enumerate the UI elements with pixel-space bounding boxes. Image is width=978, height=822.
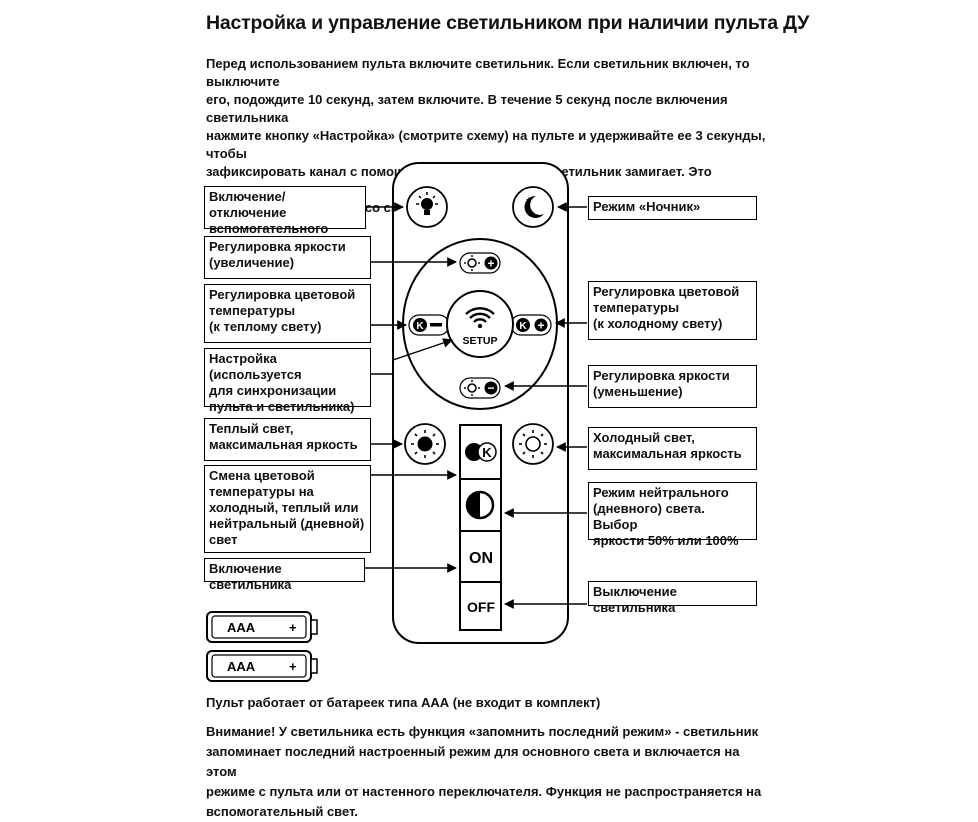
svg-text:K: K <box>482 445 492 460</box>
label-color-temp-warm: Регулировка цветовой температуры (к тепл… <box>204 284 371 343</box>
filled-sun-icon <box>411 430 439 458</box>
svg-text:K: K <box>416 321 424 332</box>
setup-label: SETUP <box>462 335 497 347</box>
label-brightness-up: Регулировка яркости (увеличение) <box>204 236 371 279</box>
label-warm-max: Теплый свет, максимальная яркость <box>204 418 371 461</box>
k-minus-icon: K <box>413 318 442 332</box>
k-plus-icon: K + <box>516 318 548 333</box>
sun-minus-icon: − <box>464 380 498 396</box>
plus-icon: + <box>487 257 494 271</box>
sun-plus-icon: + <box>464 255 498 271</box>
label-on: Включение светильника <box>204 558 365 592</box>
color-temp-warm-button[interactable]: K <box>408 314 450 336</box>
remote-diagram: + − K K + <box>206 162 587 682</box>
svg-text:+: + <box>289 659 297 674</box>
half-circle-icon <box>465 490 495 520</box>
label-color-temp-cold: Регулировка цветовой температуры (к холо… <box>588 281 757 340</box>
battery-2: AAA + <box>206 650 318 682</box>
svg-text:AAA: AAA <box>227 620 256 635</box>
aux-light-button[interactable] <box>406 186 448 228</box>
page-title: Настройка и управление светильником при … <box>206 12 810 34</box>
brightness-up-button[interactable]: + <box>459 252 501 274</box>
label-aux-light: Включение/отключение вспомогательного св… <box>204 186 366 252</box>
label-cycle-temp: Смена цветовой температуры на холодный, … <box>204 465 371 553</box>
battery-note: Пульт работает от батареек типа ААА (не … <box>206 695 601 710</box>
setup-button[interactable]: SETUP <box>446 290 514 358</box>
svg-text:K: K <box>519 321 527 332</box>
callout-arrows <box>365 202 587 609</box>
on-button[interactable]: ON <box>469 550 493 567</box>
label-cold-max: Холодный свет, максимальная яркость <box>588 427 757 470</box>
cold-max-button[interactable] <box>512 423 554 465</box>
neutral-mode-button[interactable] <box>465 490 495 520</box>
svg-text:+: + <box>289 620 297 635</box>
cycle-temp-button[interactable]: K <box>465 442 497 462</box>
brightness-down-button[interactable]: − <box>459 377 501 399</box>
outline-sun-icon <box>519 430 547 458</box>
label-brightness-down: Регулировка яркости (уменьшение) <box>588 365 757 408</box>
label-off: Выключение светильника <box>588 581 757 615</box>
off-label: OFF <box>467 599 495 615</box>
night-mode-button[interactable] <box>512 186 554 228</box>
off-button[interactable]: OFF <box>467 599 495 615</box>
bulb-icon <box>416 192 438 215</box>
minus-icon: − <box>487 381 494 395</box>
battery-1: AAA + <box>206 611 318 643</box>
on-label: ON <box>469 550 493 567</box>
k-cycle-icon: K <box>465 442 497 462</box>
color-temp-cold-button[interactable]: K + <box>510 314 552 336</box>
wifi-icon <box>465 307 495 329</box>
warm-max-button[interactable] <box>404 423 446 465</box>
svg-text:+: + <box>537 319 544 333</box>
moon-icon <box>524 195 544 218</box>
svg-text:AAA: AAA <box>227 659 256 674</box>
warning-paragraph: Внимание! У светильника есть функция «за… <box>206 724 762 819</box>
label-night: Режим «Ночник» <box>588 196 757 220</box>
label-setup: Настройка (используется для синхронизаци… <box>204 348 371 414</box>
label-neutral: Режим нейтрального (дневного) света. Выб… <box>588 482 757 548</box>
